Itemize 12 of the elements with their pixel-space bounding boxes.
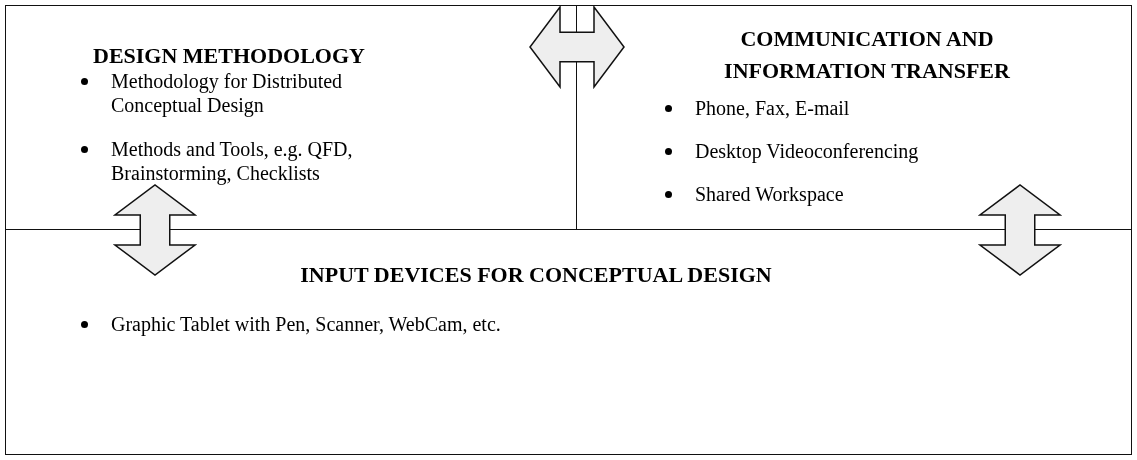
panel-heading: COMMUNICATION AND INFORMATION TRANSFER	[723, 25, 1011, 85]
bullet-text: Shared Workspace	[695, 182, 845, 206]
panel	[576, 5, 1132, 231]
bullet-text: Methods and Tools, e.g. QFD, Brainstorming, Checklists	[111, 137, 354, 185]
panel	[5, 229, 1132, 455]
bullet-text: Desktop Videoconferencing	[695, 139, 920, 163]
bullet-text: Graphic Tablet with Pen, Scanner, WebCam, etc.	[111, 312, 502, 336]
panel	[5, 5, 578, 231]
panel-heading: INPUT DEVICES FOR CONCEPTUAL DESIGN	[299, 262, 773, 288]
panel-heading: DESIGN METHODOLOGY	[93, 43, 366, 69]
bullet-text: Phone, Fax, E-mail	[695, 96, 851, 120]
bullet-text: Methodology for Distributed Conceptual Design	[111, 69, 344, 117]
